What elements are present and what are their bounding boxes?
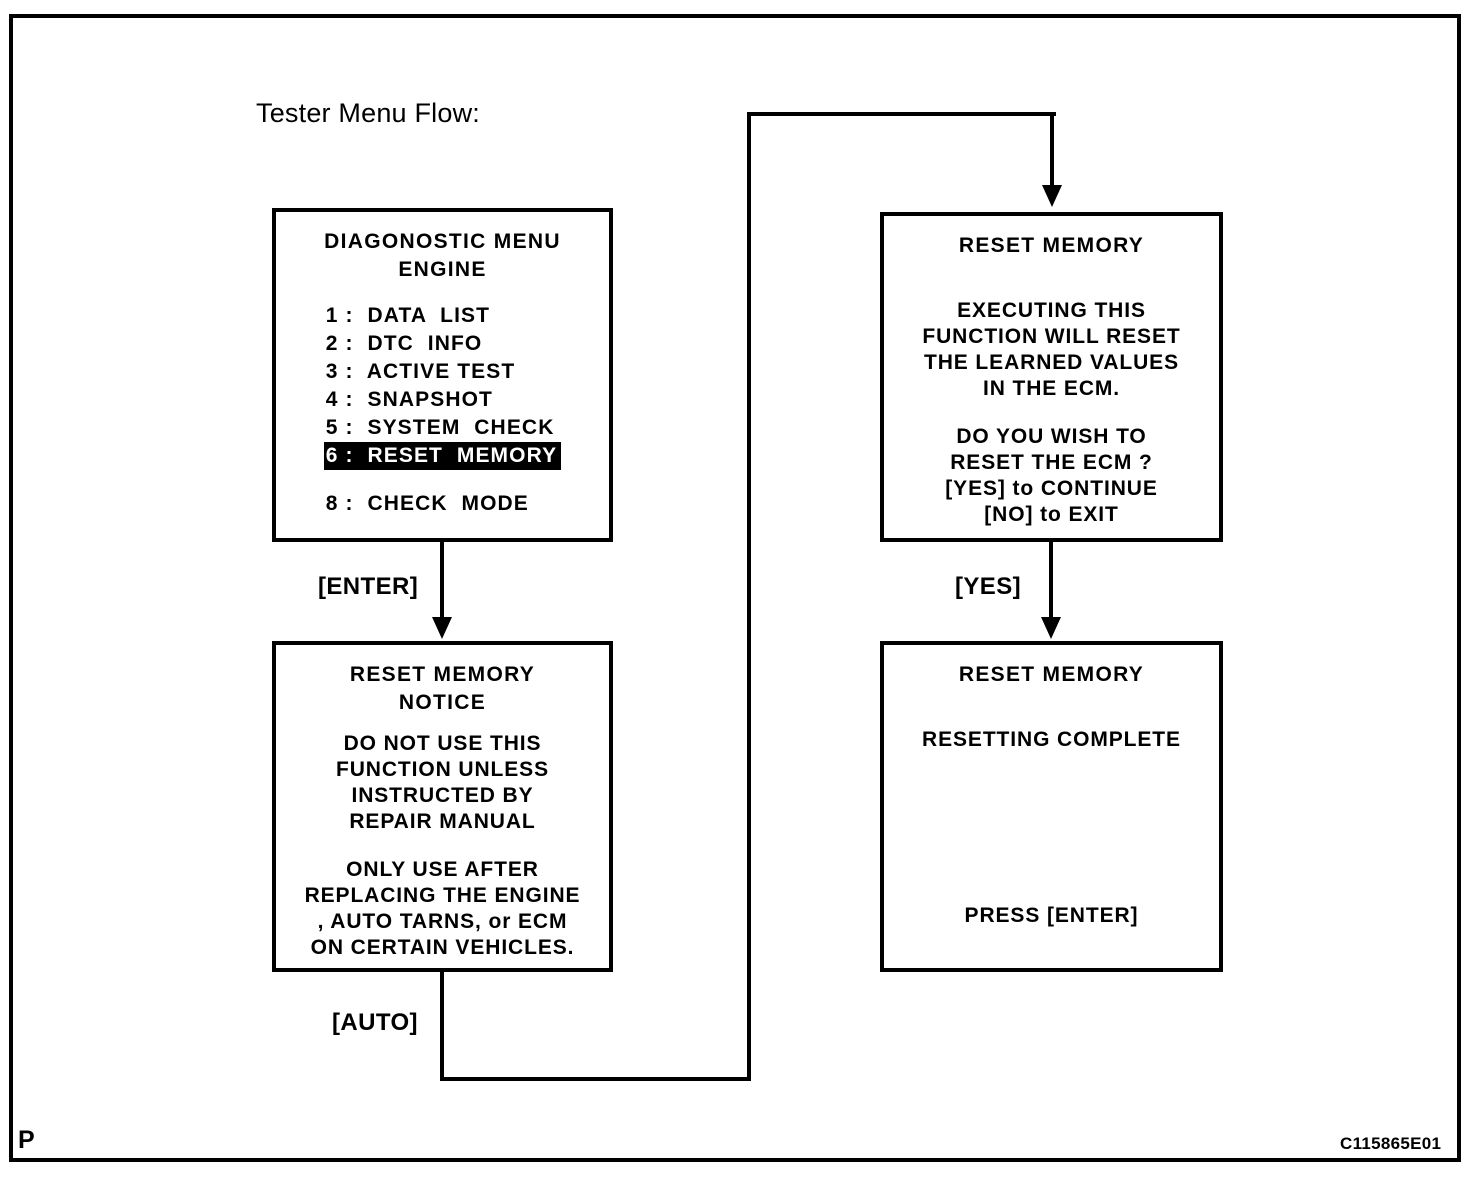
reset-confirm-para1-line3: THE LEARNED VALUES bbox=[924, 351, 1179, 374]
reset-confirm-para2-line2: RESET THE ECM ? bbox=[950, 451, 1153, 474]
reset-notice-para2-line1: ONLY USE AFTER bbox=[346, 858, 539, 881]
connector-enter-arrowhead bbox=[432, 617, 452, 639]
menu-item-reset-memory-selected[interactable]: 6 : RESET MEMORY bbox=[323, 442, 562, 470]
connector-auto-arrowhead bbox=[1042, 185, 1062, 207]
menu-item-check-mode[interactable]: 8 : CHECK MODE bbox=[325, 492, 529, 515]
edge-label-enter: [ENTER] bbox=[318, 573, 419, 600]
diagnostic-menu-list: 1 : DATA LIST 2 : DTC INFO 3 : ACTIVE TE… bbox=[323, 302, 562, 518]
reset-notice-title-line1: RESET MEMORY bbox=[349, 663, 536, 686]
connector-yes-arrowhead bbox=[1041, 617, 1061, 639]
reset-notice-para1-line1: DO NOT USE THIS bbox=[343, 732, 542, 755]
reset-confirm-para1-line1: EXECUTING THIS bbox=[957, 299, 1146, 322]
menu-item-system-check[interactable]: 5 : SYSTEM CHECK bbox=[325, 416, 555, 439]
diagnostic-menu-title-line1: DIAGONOSTIC MENU bbox=[324, 230, 561, 253]
spacer bbox=[286, 835, 599, 857]
edge-label-yes: [YES] bbox=[955, 573, 1022, 600]
connector-auto-line-bottom bbox=[440, 1077, 751, 1081]
reset-notice-para2-line4: ON CERTAIN VEHICLES. bbox=[310, 936, 575, 959]
reset-notice-para1-line3: INSTRUCTED BY bbox=[351, 784, 534, 807]
corner-mark-p: P bbox=[18, 1126, 35, 1154]
spacer bbox=[894, 260, 1209, 298]
reset-notice-para2-line3: , AUTO TARNS, or ECM bbox=[317, 910, 568, 933]
reset-confirm-para1-line4: IN THE ECM. bbox=[982, 377, 1121, 400]
figure-reference-code: C115865E01 bbox=[1340, 1134, 1442, 1153]
reset-confirm-title: RESET MEMORY bbox=[958, 234, 1145, 257]
spacer bbox=[894, 689, 1209, 727]
menu-item-data-list[interactable]: 1 : DATA LIST bbox=[325, 304, 491, 327]
reset-confirm-yes-option[interactable]: [YES] to CONTINUE bbox=[945, 477, 1158, 500]
connector-auto-line-into-confirm bbox=[1050, 112, 1054, 187]
spacer bbox=[894, 402, 1209, 424]
connector-yes-line bbox=[1049, 542, 1053, 620]
reset-notice-title-line2: NOTICE bbox=[398, 691, 487, 714]
connector-enter-line bbox=[440, 542, 444, 620]
connector-auto-line-top bbox=[747, 112, 1056, 116]
reset-notice-para1-line4: REPAIR MANUAL bbox=[349, 810, 536, 833]
reset-notice-para1-line2: FUNCTION UNLESS bbox=[336, 758, 549, 781]
connector-auto-line-up bbox=[747, 112, 751, 1081]
menu-gap bbox=[324, 470, 561, 490]
connector-auto-line-down bbox=[440, 972, 444, 1081]
reset-complete-status: RESETTING COMPLETE bbox=[922, 728, 1181, 751]
screen-diagnostic-menu: DIAGONOSTIC MENU ENGINE 1 : DATA LIST 2 … bbox=[272, 208, 613, 542]
edge-label-auto: [AUTO] bbox=[332, 1009, 418, 1036]
reset-complete-title: RESET MEMORY bbox=[958, 663, 1145, 686]
page-border bbox=[9, 14, 1461, 1162]
screen-reset-memory-confirm: RESET MEMORY EXECUTING THIS FUNCTION WIL… bbox=[880, 212, 1223, 542]
menu-item-dtc-info[interactable]: 2 : DTC INFO bbox=[325, 332, 483, 355]
spacer bbox=[894, 753, 1209, 903]
screen-reset-memory-complete: RESET MEMORY RESETTING COMPLETE PRESS [E… bbox=[880, 641, 1223, 972]
page-title: Tester Menu Flow: bbox=[256, 98, 480, 128]
reset-confirm-no-option[interactable]: [NO] to EXIT bbox=[984, 503, 1119, 526]
menu-item-snapshot[interactable]: 4 : SNAPSHOT bbox=[325, 388, 493, 411]
reset-notice-para2-line2: REPLACING THE ENGINE bbox=[304, 884, 581, 907]
spacer bbox=[286, 717, 599, 731]
menu-item-active-test[interactable]: 3 : ACTIVE TEST bbox=[325, 360, 516, 383]
screen-reset-memory-notice: RESET MEMORY NOTICE DO NOT USE THIS FUNC… bbox=[272, 641, 613, 972]
diagnostic-menu-title-line2: ENGINE bbox=[398, 258, 487, 281]
reset-confirm-para2-line1: DO YOU WISH TO bbox=[956, 425, 1147, 448]
reset-confirm-para1-line2: FUNCTION WILL RESET bbox=[922, 325, 1181, 348]
reset-complete-prompt[interactable]: PRESS [ENTER] bbox=[964, 904, 1139, 927]
